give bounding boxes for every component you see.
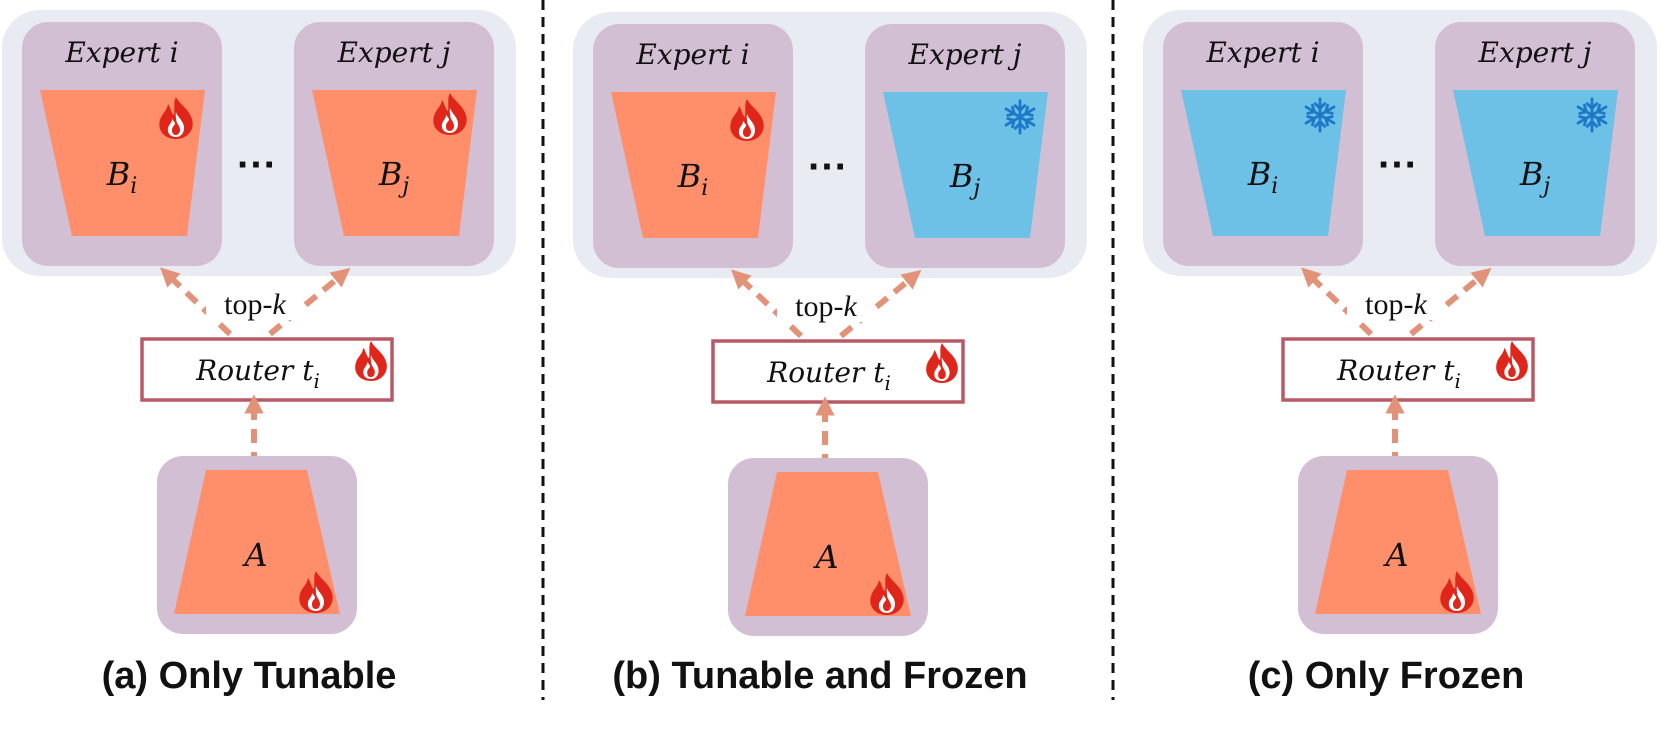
panel-caption: (a) Only Tunable [102,655,397,697]
expert-i-title: Expert i [64,36,178,69]
matrix-a-label: A [812,538,838,576]
matrix-a [174,470,340,614]
expert-j-title: Expert j [908,38,1022,71]
expert-j-matrix-b [883,92,1048,238]
routing-label: top-k [795,290,857,323]
router-label: Router ti [195,354,320,393]
router-box [711,339,965,404]
expert-j-matrix-label: Bj [1519,155,1551,199]
routing-arrow-right [839,269,922,339]
experts-ellipsis: ··· [808,145,848,189]
routing-arrow-left [731,269,804,339]
routing-label-bg [777,288,875,322]
expert-i-title: Expert i [635,38,749,71]
panel-caption: (c) Only Frozen [1248,655,1525,697]
routing-label: top-k [1365,288,1427,321]
matrix-a [745,472,911,616]
expert-i-matrix-label: Bi [677,157,709,201]
router-label: Router ti [1336,354,1461,393]
matrix-a [1315,470,1481,614]
matrix-a-label: A [241,536,267,574]
panel-caption: (b) Tunable and Frozen [612,655,1027,697]
routing-arrow-left [1301,267,1374,337]
experts-ellipsis: ··· [1378,143,1418,187]
routing-arrow-right [1409,267,1492,337]
router-label: Router ti [766,356,891,395]
matrix-a-label: A [1382,536,1408,574]
panel-only-tunable: Expert i Bi ··· Expert j Bj top-k Router… [2,10,516,697]
router-box [140,337,394,402]
expert-j-matrix-label: Bj [949,157,981,201]
experts-ellipsis: ··· [237,143,277,187]
routing-label: top-k [224,288,286,321]
expert-i-matrix-b [1181,90,1346,236]
router-box [1281,337,1535,402]
expert-i-title: Expert i [1205,36,1319,69]
expert-i-matrix-label: Bi [1247,155,1279,199]
routing-arrow-right [268,267,351,337]
routing-arrow-left [160,267,233,337]
expert-i-matrix-label: Bi [106,155,138,199]
panel-only-frozen: Expert i Bi ··· Expert j Bj top-k Router… [1143,10,1657,697]
expert-j-matrix-b [1453,90,1618,236]
routing-label-bg [1347,286,1445,320]
expert-j-matrix-label: Bj [378,155,410,199]
expert-j-title: Expert j [1478,36,1592,69]
expert-j-title: Expert j [337,36,451,69]
panel-tunable-and-frozen: Expert i Bi ··· Expert j Bj top-k Router… [573,12,1087,697]
routing-label-bg [206,286,304,320]
